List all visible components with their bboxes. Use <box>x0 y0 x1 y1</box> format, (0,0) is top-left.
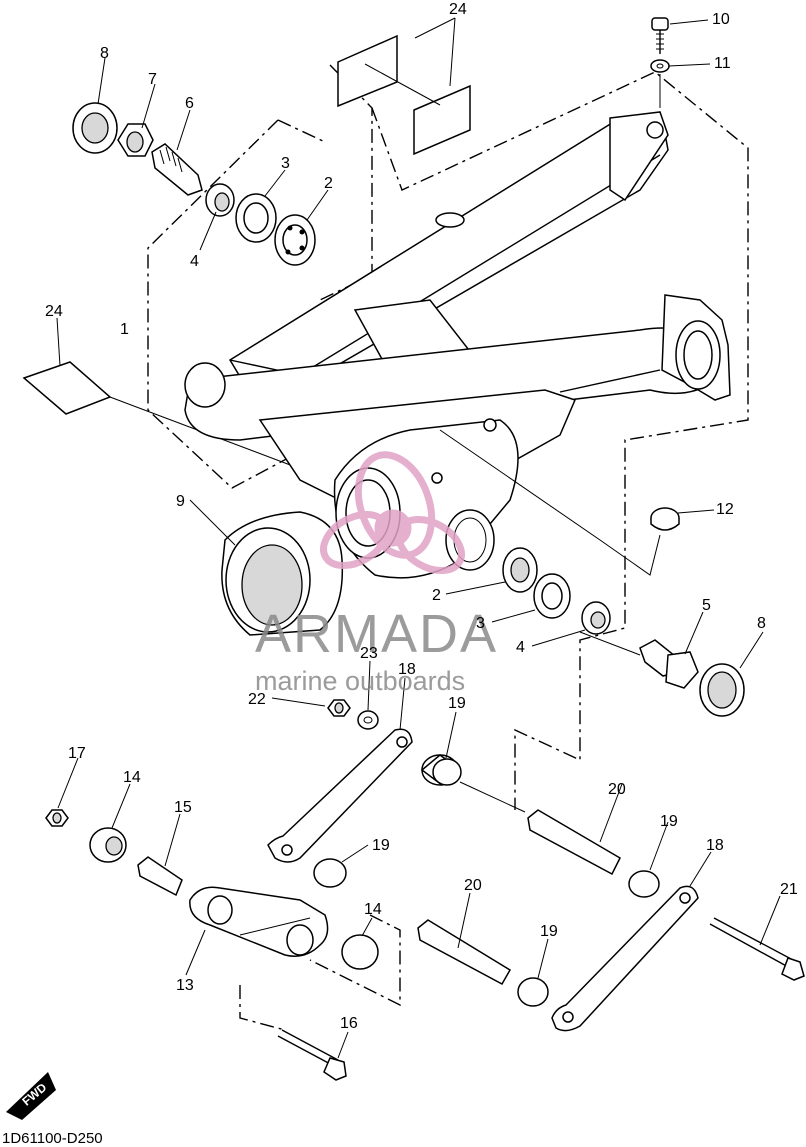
callout-11: 11 <box>714 55 731 72</box>
callout-18: 18 <box>398 661 416 678</box>
callout-4: 4 <box>516 639 525 656</box>
callout-19: 19 <box>448 695 466 712</box>
pivot-parts-lower-right <box>445 547 764 717</box>
callout-3: 3 <box>281 155 290 172</box>
callout-7: 7 <box>148 71 157 88</box>
callout-17: 17 <box>68 745 86 762</box>
parts-10-11 <box>650 17 711 108</box>
callout-3: 3 <box>476 615 485 632</box>
propeller-logo <box>320 451 465 575</box>
callout-20: 20 <box>608 781 626 798</box>
link-parts <box>45 660 805 1081</box>
callout-18: 18 <box>706 837 724 854</box>
callout-14: 14 <box>364 901 382 918</box>
callout-21: 21 <box>780 881 798 898</box>
callout-6: 6 <box>185 95 194 112</box>
callout-labels: 24 10 11 8 7 6 3 2 4 24 1 9 12 2 5 3 8 4… <box>45 1 798 1032</box>
callout-8: 8 <box>757 615 766 632</box>
callout-19: 19 <box>540 923 558 940</box>
pivot-parts-upper-left <box>72 57 329 266</box>
armada-watermark: ARMADA marine outboards <box>255 451 498 696</box>
callout-19: 19 <box>372 837 390 854</box>
callout-8: 8 <box>100 45 109 62</box>
callout-23: 23 <box>360 645 378 662</box>
callout-4: 4 <box>190 253 199 270</box>
swingarm-body <box>184 111 731 579</box>
callout-22: 22 <box>248 691 266 708</box>
callout-5: 5 <box>702 597 711 614</box>
callout-19: 19 <box>660 813 678 830</box>
callout-2: 2 <box>324 175 333 192</box>
callout-9: 9 <box>176 493 185 510</box>
callout-15: 15 <box>174 799 192 816</box>
callout-10: 10 <box>712 11 730 28</box>
callout-1: 1 <box>120 321 129 338</box>
part-12-cap <box>439 429 715 576</box>
callout-24: 24 <box>449 1 467 18</box>
callout-16: 16 <box>340 1015 358 1032</box>
callout-20: 20 <box>464 877 482 894</box>
sticker-24-upper <box>337 17 471 156</box>
callout-12: 12 <box>716 501 734 518</box>
watermark-tagline: marine outboards <box>255 666 465 696</box>
callout-24: 24 <box>45 303 63 320</box>
callout-13: 13 <box>176 977 194 994</box>
part-9-ring <box>189 499 344 636</box>
callout-14: 14 <box>123 769 141 786</box>
watermark-brand: ARMADA <box>255 604 498 664</box>
diagram-code: 1D61100-D250 <box>2 1130 103 1147</box>
callout-2: 2 <box>432 587 441 604</box>
fwd-arrow-badge: FWD <box>6 1072 56 1120</box>
